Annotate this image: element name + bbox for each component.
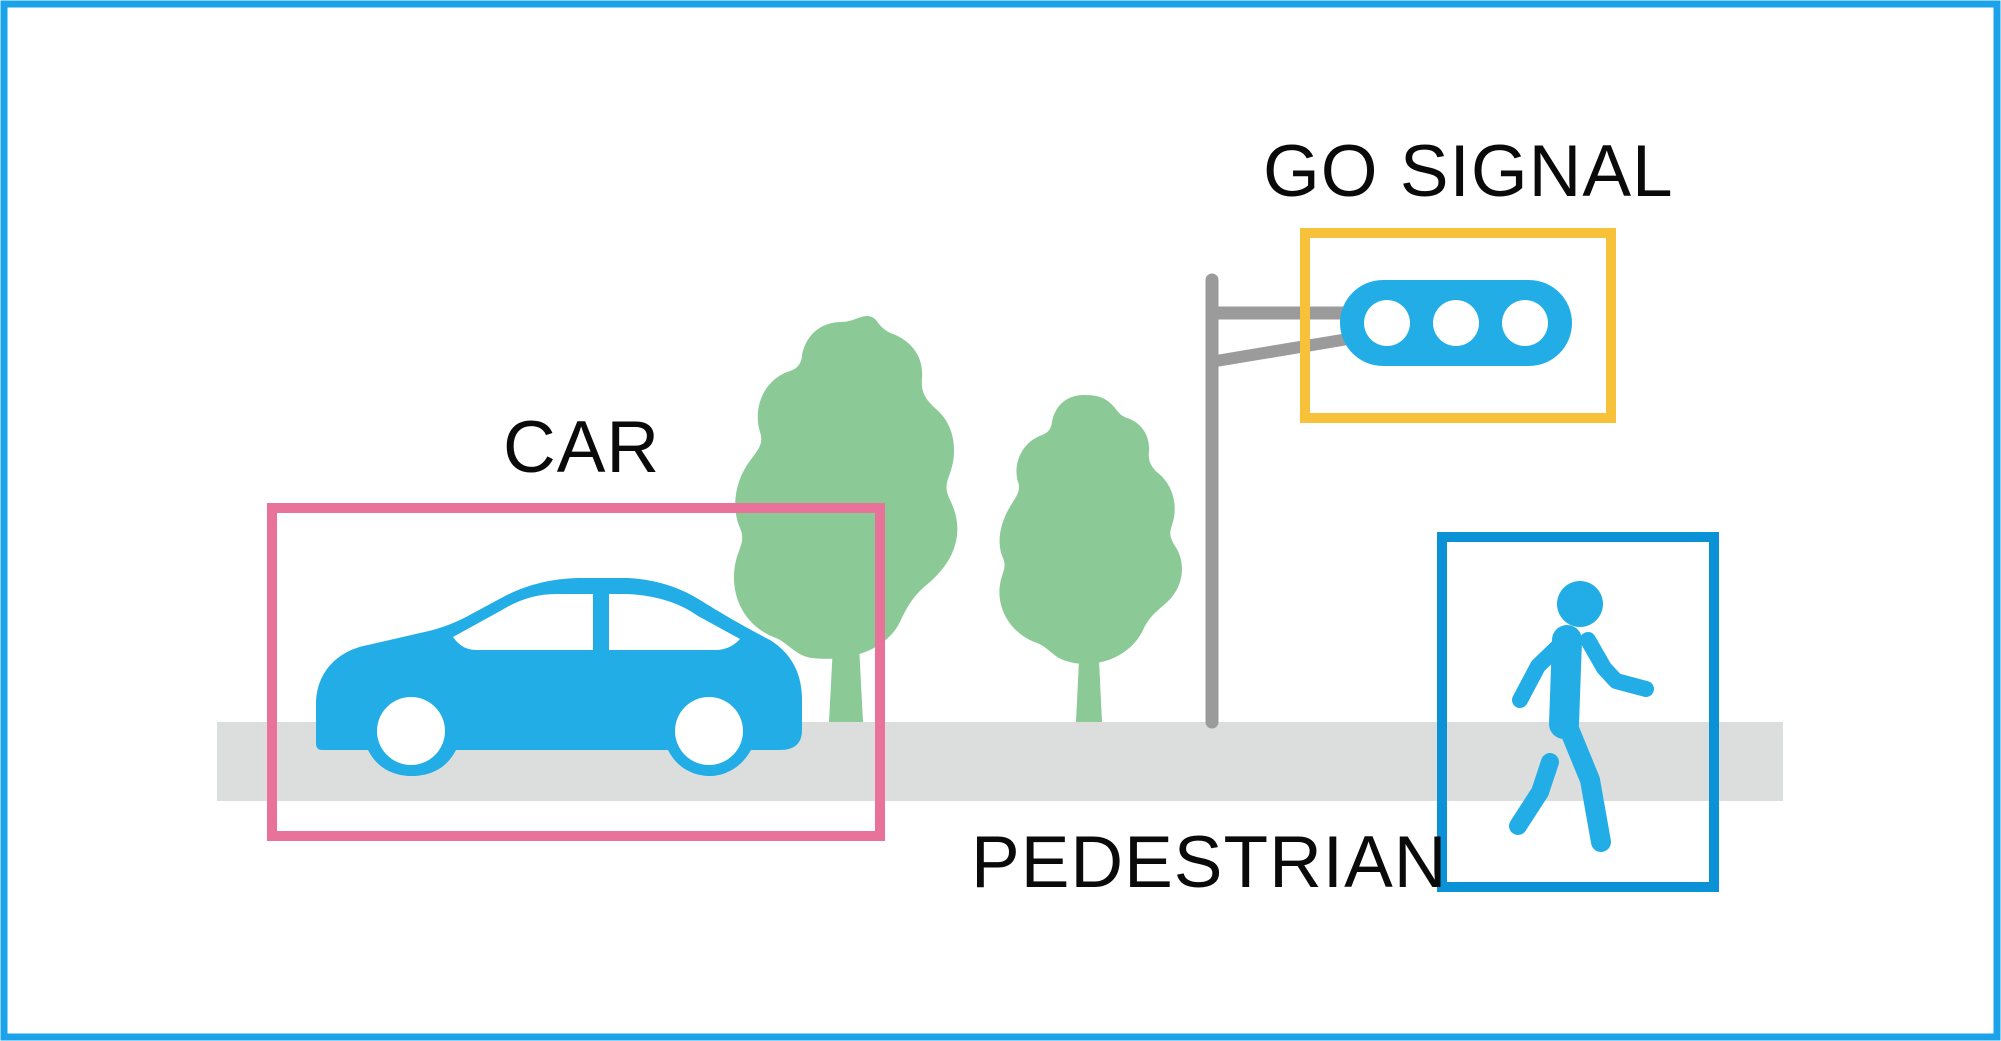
car-icon bbox=[316, 578, 802, 776]
tree-icon bbox=[733, 316, 958, 722]
go-signal-bounding-box bbox=[1300, 228, 1616, 423]
tree-icon bbox=[999, 395, 1182, 722]
car-label: CAR bbox=[503, 407, 660, 488]
car-bounding-box bbox=[267, 503, 885, 841]
go-signal-label: GO SIGNAL bbox=[1263, 131, 1674, 212]
pedestrian-label: PEDESTRIAN bbox=[971, 822, 1447, 903]
pedestrian-bounding-box bbox=[1437, 532, 1719, 892]
signal-pole bbox=[1205, 273, 1361, 729]
traffic-light-icon bbox=[1340, 280, 1572, 366]
walking-person-icon bbox=[1509, 581, 1654, 852]
